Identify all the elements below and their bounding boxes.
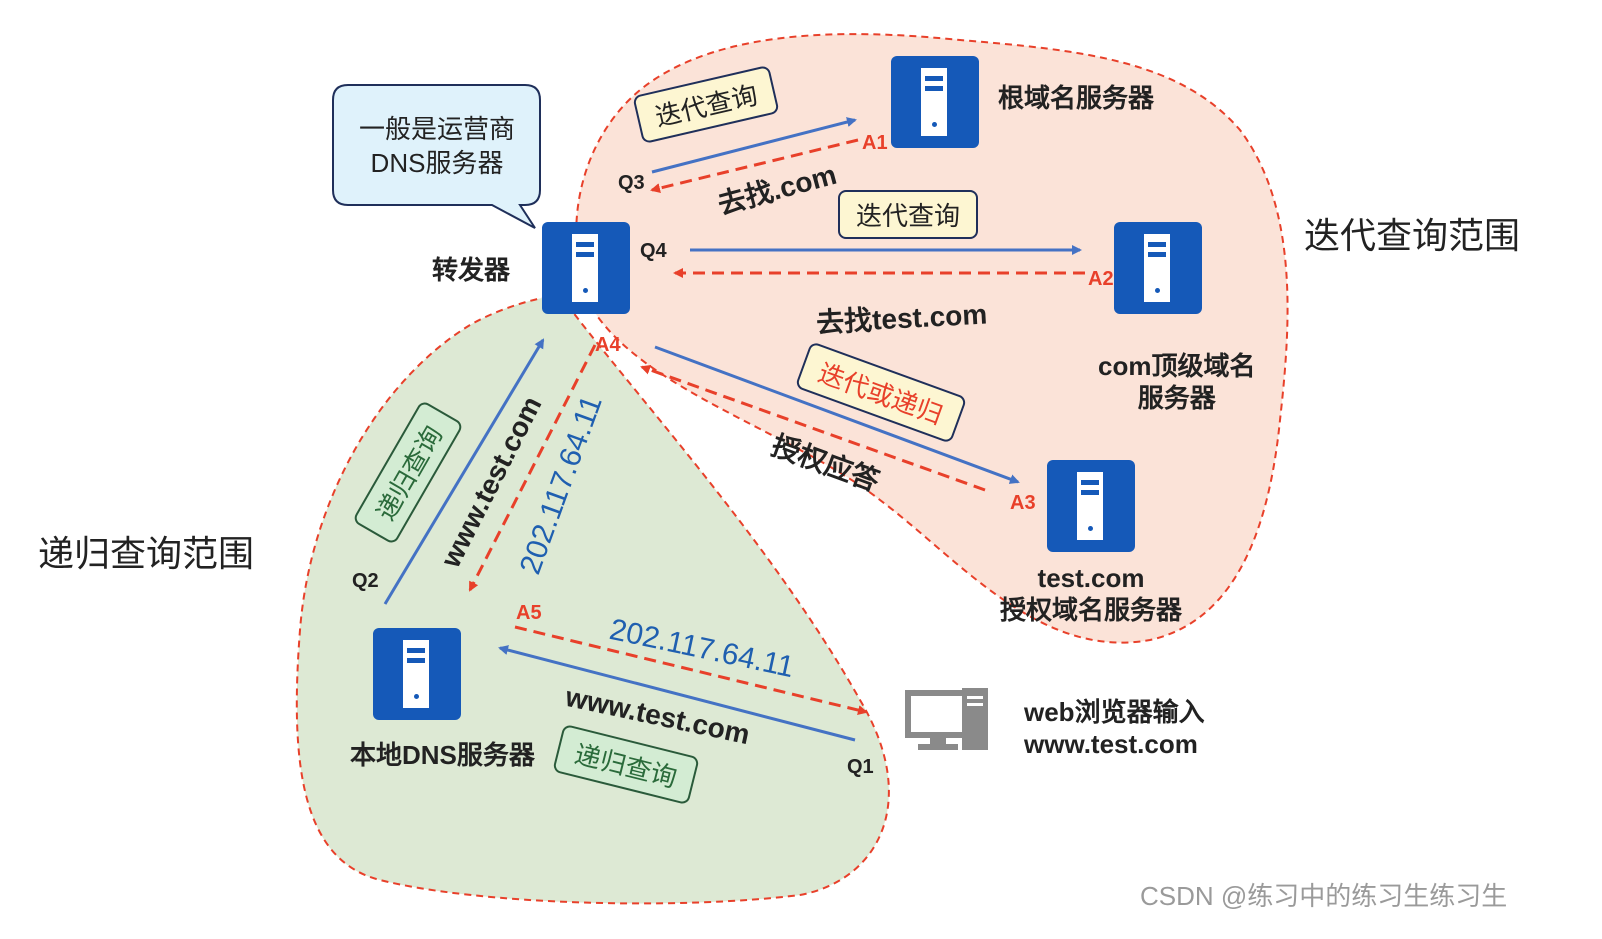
step-a3: A3: [1010, 492, 1036, 514]
step-a1: A1: [862, 132, 888, 154]
q-auth-arrow: [654, 345, 1020, 484]
forwarder-label: 转发器: [432, 255, 511, 285]
local-dns-label: 本地DNS服务器: [350, 740, 535, 770]
local-dns-server-icon: [373, 628, 461, 720]
root-server-icon: [891, 56, 979, 148]
auth-server-label-line2: 授权域名服务器: [1000, 595, 1183, 625]
client-label: web浏览器输入 www.test.com: [1024, 696, 1205, 760]
callout-bubble: [332, 84, 541, 229]
client-label-line1: web浏览器输入: [1024, 697, 1205, 727]
auth-server-label-line1: test.com: [1037, 563, 1145, 593]
q2-arrow: [383, 338, 545, 605]
step-a2: A2: [1088, 268, 1114, 290]
callout-line2: DNS服务器: [370, 148, 504, 178]
step-a5: A5: [516, 602, 542, 624]
step-q1: Q1: [847, 756, 874, 778]
root-server-label: 根域名服务器: [998, 83, 1155, 113]
com-server-label-line1: com顶级域名: [1098, 351, 1256, 381]
watermark: CSDN @练习中的练习生练习生: [1140, 881, 1508, 911]
callout-text: 一般是运营商 DNS服务器: [348, 112, 526, 180]
step-a4: A4: [595, 334, 621, 356]
com-server-icon: [1114, 222, 1202, 314]
callout-line1: 一般是运营商: [358, 114, 515, 144]
auth-server-icon: [1047, 460, 1135, 552]
auth-server-label: test.com 授权域名服务器: [1000, 562, 1182, 626]
step-q4: Q4: [640, 240, 667, 262]
com-server-label-line2: 服务器: [1137, 383, 1216, 413]
step-q2: Q2: [352, 570, 379, 592]
step-q3: Q3: [618, 172, 645, 194]
tag-iterative-2: 迭代查询: [838, 190, 979, 239]
com-server-label: com顶级域名 服务器: [1098, 350, 1255, 414]
iterative-region-label: 迭代查询范围: [1304, 215, 1521, 256]
q1-arrow: [498, 645, 856, 742]
computer-icon: [905, 688, 988, 750]
recursive-region-label: 递归查询范围: [38, 533, 255, 574]
a1-arrow: [650, 138, 859, 193]
a4-arrow: [468, 344, 597, 592]
forwarder-server-icon: [542, 222, 630, 314]
a3-arrow: [640, 364, 986, 492]
client-label-line2: www.test.com: [1024, 729, 1198, 759]
a5-arrow: [514, 625, 868, 715]
q3-arrow: [651, 117, 857, 174]
